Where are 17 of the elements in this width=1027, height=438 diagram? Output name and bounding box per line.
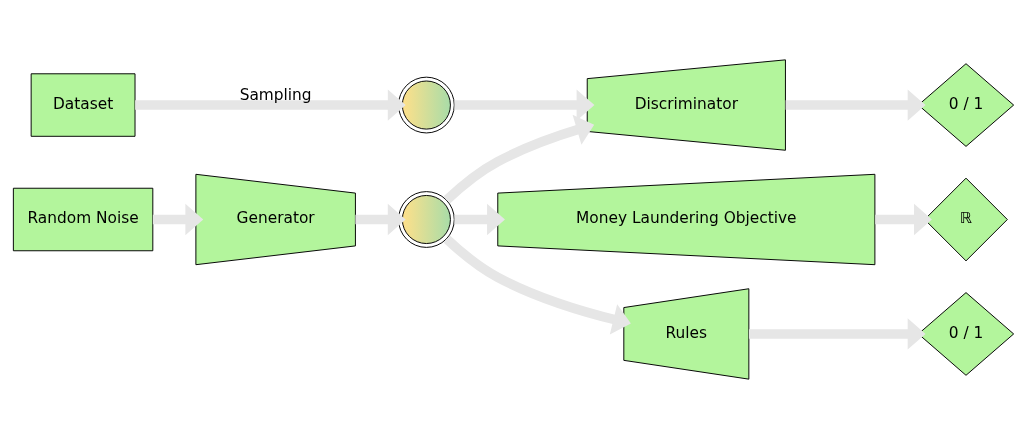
arrow — [355, 203, 406, 235]
edge-label: Sampling — [239, 85, 312, 104]
node-box: Dataset — [30, 72, 136, 137]
arrow — [748, 317, 926, 350]
node-box: Random Noise — [12, 187, 154, 251]
arrow — [454, 88, 595, 121]
arrow — [875, 203, 932, 235]
node-box: Generator — [195, 173, 356, 265]
node-box: Discriminator — [586, 58, 786, 151]
arrow — [152, 203, 204, 235]
arrow — [785, 88, 926, 121]
node-box: Money Laundering Objective — [497, 173, 876, 265]
node-box: Rules — [623, 287, 750, 380]
arrow — [454, 203, 505, 235]
arrow — [443, 114, 595, 204]
arrow — [135, 88, 406, 121]
arrow — [443, 234, 631, 335]
